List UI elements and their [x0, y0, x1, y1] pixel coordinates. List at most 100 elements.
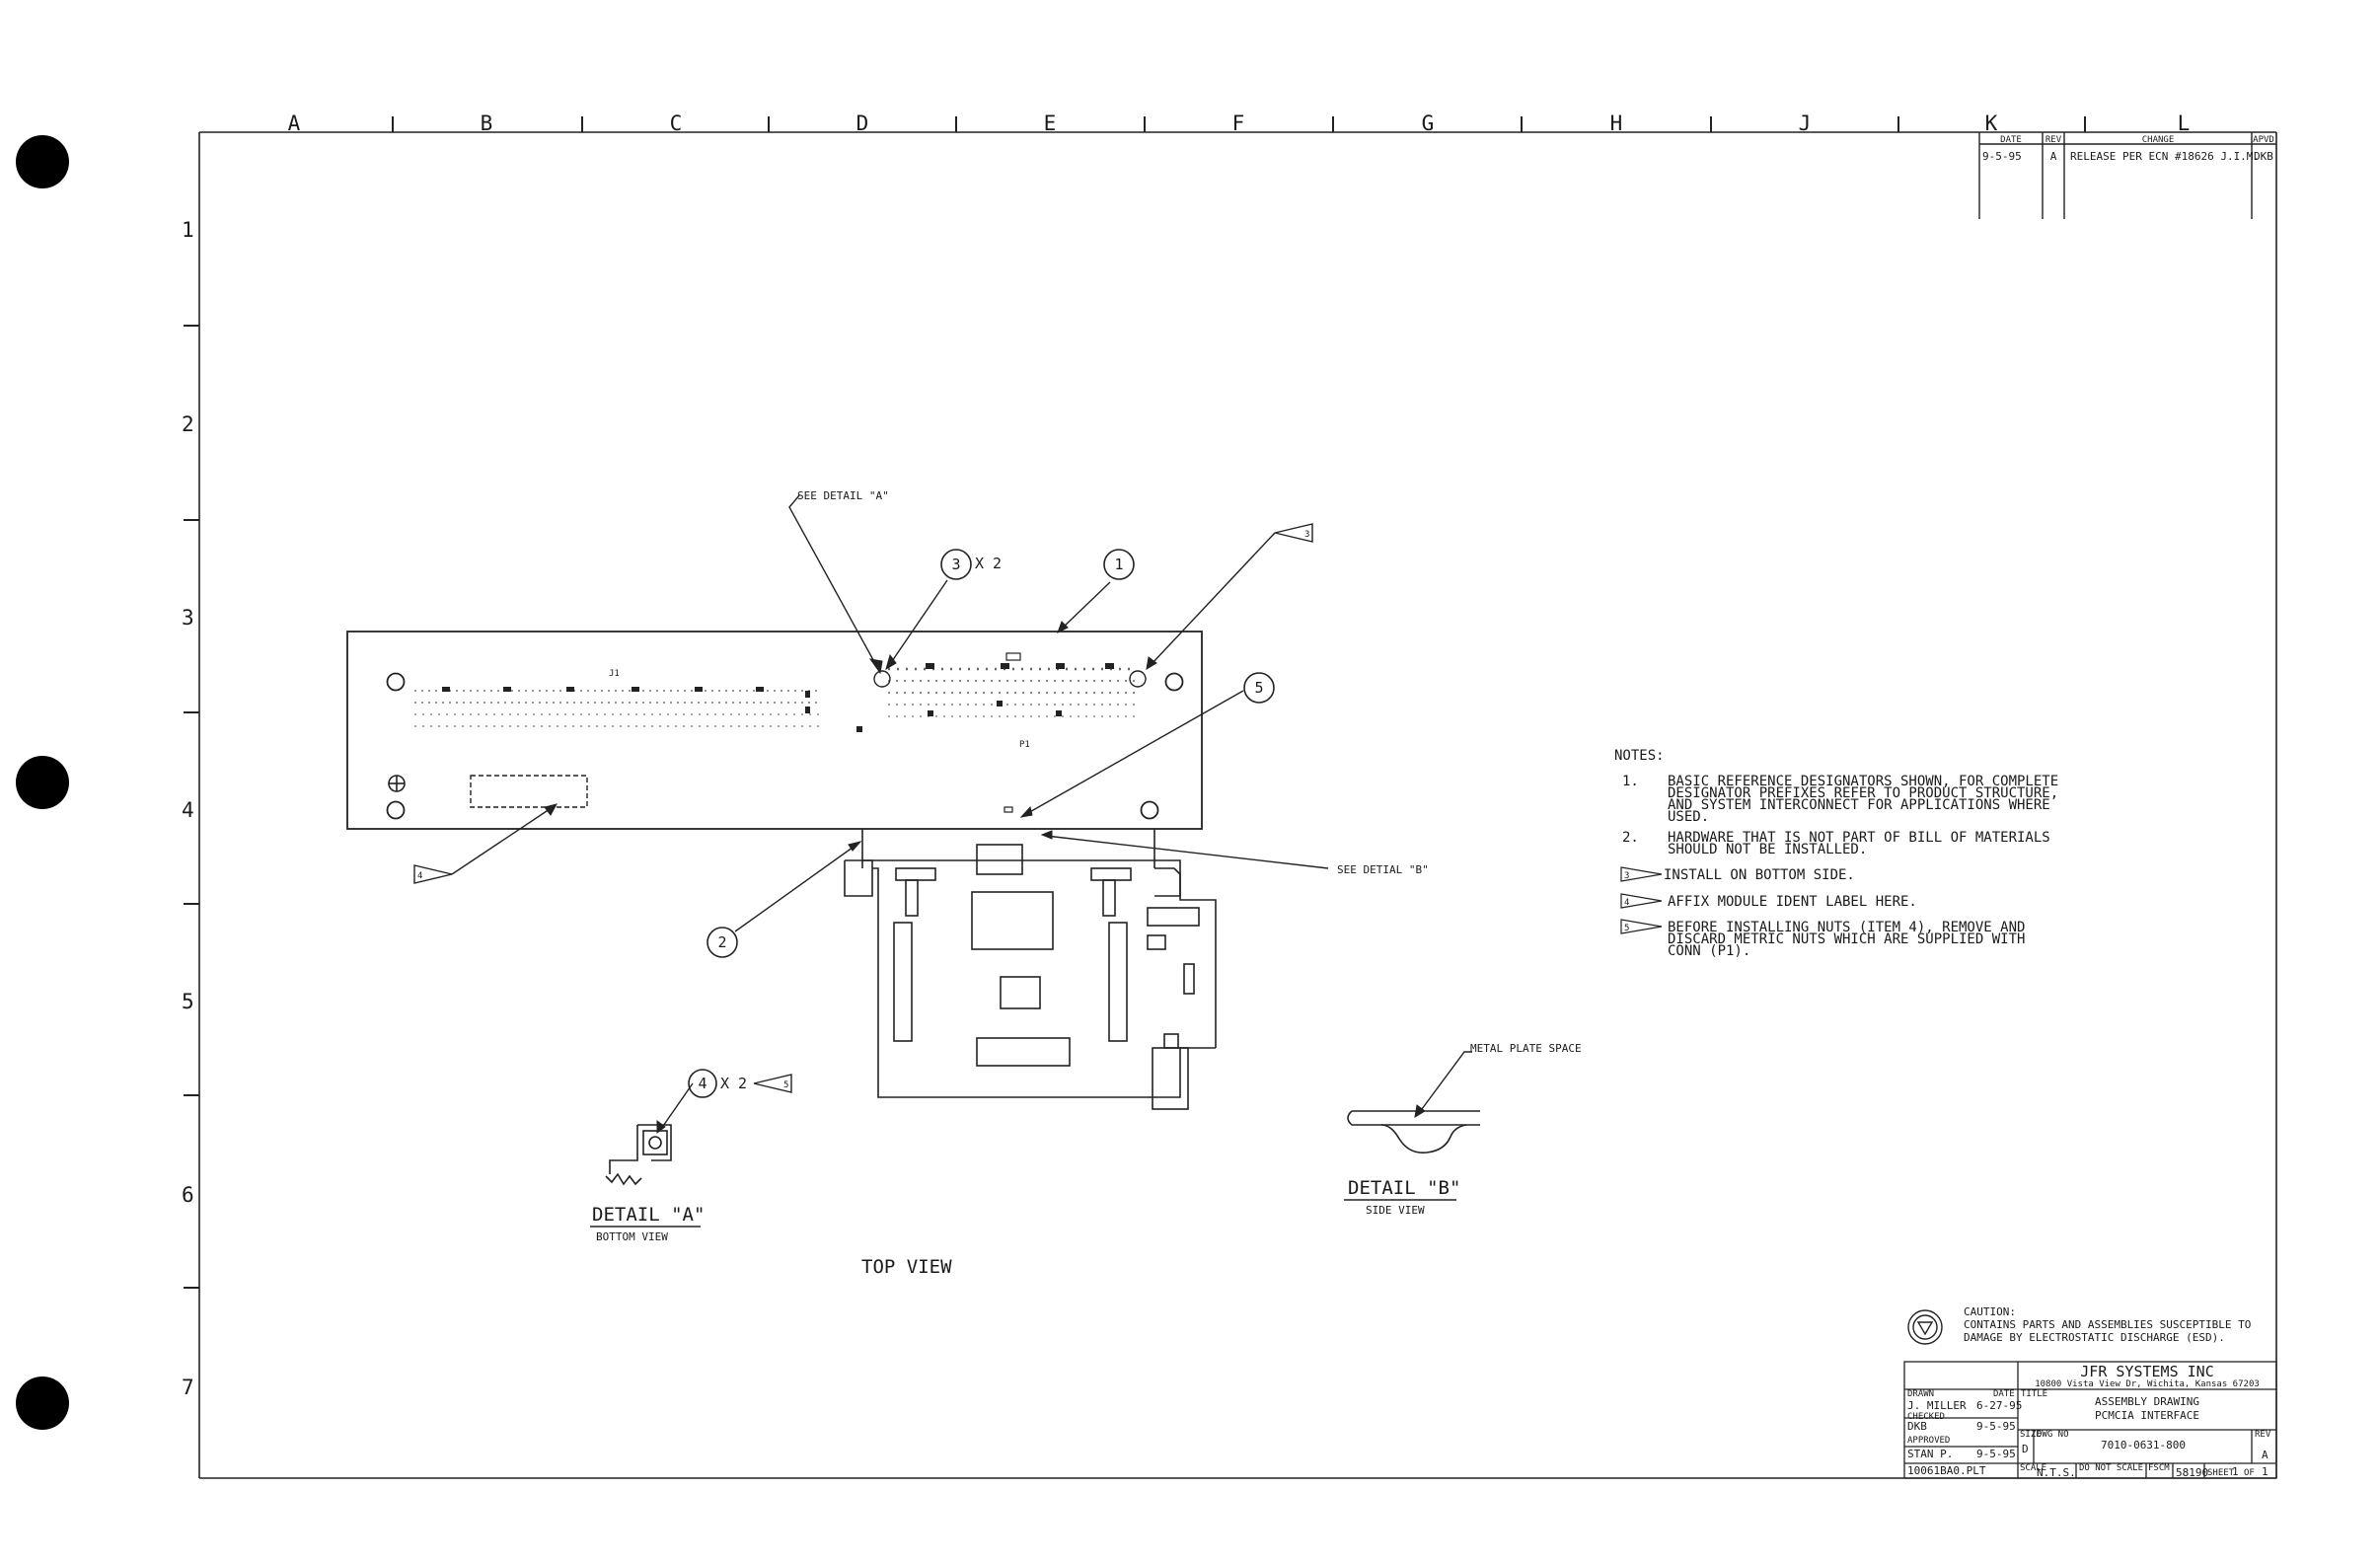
balloon-item-2-text: 2	[717, 933, 726, 951]
sheet-number: 1	[2232, 1465, 2239, 1478]
row-label-3: 3	[182, 606, 194, 630]
size-value: D	[2022, 1443, 2029, 1455]
see-detail-b-label: SEE DETIAL "B"	[1337, 863, 1429, 876]
column-label-l: L	[2178, 112, 2191, 135]
note-5-flag: 5	[1624, 924, 1629, 933]
drawn-date: 6-27-95	[1976, 1399, 2022, 1412]
binder-hole-top	[16, 135, 69, 188]
connector-nut-right	[1129, 670, 1147, 688]
pcb-board	[346, 631, 1203, 830]
esd-symbol-board	[388, 775, 406, 792]
balloon-item-3-text: 3	[951, 556, 960, 573]
metal-plate-label: METAL PLATE SPACE	[1470, 1042, 1582, 1055]
approved-by: STAN P.	[1907, 1448, 1953, 1460]
note-1-number: 1.	[1622, 774, 1639, 789]
column-ticks	[392, 116, 2086, 132]
connector-pin-rows	[414, 667, 1135, 727]
row-labels: 1 2 3 4 5 6 7	[182, 218, 194, 1399]
balloon-item-5: 5	[1243, 672, 1275, 704]
pcmcia-card	[844, 829, 1217, 1110]
column-labels: A B C D E F G H J K L	[288, 112, 2191, 135]
drawn-date-label: DATE	[1993, 1389, 2015, 1399]
row-ticks	[184, 325, 199, 1289]
top-view-label: TOP VIEW	[861, 1256, 952, 1278]
company-address: 10800 Vista View Dr, Wichita, Kansas 672…	[2035, 1379, 2260, 1389]
qty-x2-top: X 2	[975, 555, 1002, 572]
company-name: JFR SYSTEMS INC	[2080, 1363, 2213, 1380]
fscm-value: 58190	[2176, 1466, 2208, 1479]
checked-date: 9-5-95	[1976, 1420, 2016, 1433]
checked-label: CHECKED	[1907, 1412, 1945, 1422]
rev-header-rev: REV	[2045, 135, 2062, 145]
drawn-label: DRAWN	[1907, 1389, 1934, 1399]
row-label-7: 7	[182, 1376, 194, 1399]
esd-caution-icon	[1907, 1309, 1943, 1345]
rev-label: REV	[2255, 1430, 2271, 1440]
balloon-item-4: 4	[688, 1069, 717, 1098]
detail-a-drawing	[605, 1124, 672, 1186]
balloon-item-1-text: 1	[1114, 556, 1123, 573]
approved-label: APPROVED	[1907, 1436, 1950, 1446]
component-marks	[442, 652, 1114, 732]
sheet-label: SHEET	[2207, 1468, 2235, 1478]
rev-entry-change: RELEASE PER ECN #18626 J.I.M.	[2070, 150, 2260, 163]
row-label-4: 4	[182, 798, 194, 822]
rev-entry-rev: A	[2050, 150, 2057, 163]
checked-by: DKB	[1907, 1420, 1927, 1433]
balloon-item-5-text: 5	[1254, 679, 1263, 697]
rev-entry-apvd: DKB	[2254, 150, 2273, 163]
column-label-d: D	[856, 112, 869, 135]
note-5-line-3: CONN (P1).	[1668, 943, 1750, 959]
note-4-line-1: AFFIX MODULE IDENT LABEL HERE.	[1668, 894, 1917, 910]
column-label-e: E	[1044, 112, 1057, 135]
title-label: TITLE	[2021, 1389, 2047, 1399]
row-label-5: 5	[182, 990, 194, 1013]
detail-b-title: DETAIL "B"	[1348, 1177, 1460, 1199]
ref-designator-j1: J1	[609, 669, 620, 679]
caution-title: CAUTION:	[1964, 1305, 2016, 1318]
flag-note-5: 5	[753, 1074, 792, 1093]
notes-title: NOTES:	[1614, 748, 1665, 764]
scale-value: N.T.S.	[2037, 1466, 2076, 1479]
column-label-g: G	[1422, 112, 1435, 135]
flag-note-4-text: 4	[417, 871, 422, 881]
column-label-c: C	[670, 112, 683, 135]
connector-nut-left	[873, 670, 891, 688]
sheet-of-label: OF	[2244, 1468, 2255, 1478]
binder-hole-bottom	[16, 1377, 69, 1430]
leader-lines	[451, 494, 1472, 1130]
balloon-item-2: 2	[707, 927, 738, 958]
rev-value: A	[2262, 1449, 2268, 1461]
note-1-line-2: DESIGNATOR PREFIXES REFER TO PRODUCT STR…	[1668, 785, 2058, 801]
dwg-no-label: DWG NO	[2037, 1430, 2069, 1440]
row-label-6: 6	[182, 1183, 194, 1207]
arrowheads	[544, 621, 1426, 1134]
column-label-k: K	[1985, 112, 1998, 135]
note-2-line-2: SHOULD NOT BE INSTALLED.	[1668, 842, 1867, 857]
note-2-line-1: HARDWARE THAT IS NOT PART OF BILL OF MAT…	[1668, 830, 2050, 846]
note-5-line-2: DISCARD METRIC NUTS WHICH ARE SUPPLIED W…	[1668, 931, 2025, 947]
detail-b-subtitle: SIDE VIEW	[1366, 1204, 1425, 1217]
note-1-line-3: AND SYSTEM INTERCONNECT FOR APPLICATIONS…	[1668, 797, 2050, 813]
rev-header-change: CHANGE	[2142, 135, 2175, 145]
drawn-by: J. MILLER	[1907, 1399, 1967, 1412]
rev-header-apvd: APVD	[2253, 135, 2274, 145]
flag-note-3-text: 3	[1304, 530, 1309, 540]
flag-note-3: 3	[1274, 523, 1313, 543]
title-block-frame	[1903, 1361, 2277, 1479]
column-label-h: H	[1610, 112, 1623, 135]
dwg-no-value: 7010-0631-800	[2101, 1439, 2186, 1451]
column-label-b: B	[481, 112, 493, 135]
note-3-line-1: INSTALL ON BOTTOM SIDE.	[1664, 867, 1855, 883]
fscm-label: FSCM	[2148, 1463, 2170, 1473]
no-scale-label: DO NOT SCALE	[2079, 1463, 2143, 1473]
balloon-item-1: 1	[1103, 549, 1135, 580]
column-label-j: J	[1799, 112, 1812, 135]
plot-file-name: 10061BA0.PLT	[1907, 1464, 1986, 1477]
note-1-line-4: USED.	[1668, 809, 1709, 825]
balloon-item-4-text: 4	[698, 1075, 707, 1092]
column-label-f: F	[1232, 112, 1245, 135]
board-mark-small	[1004, 806, 1013, 813]
binder-hole-middle	[16, 756, 69, 809]
